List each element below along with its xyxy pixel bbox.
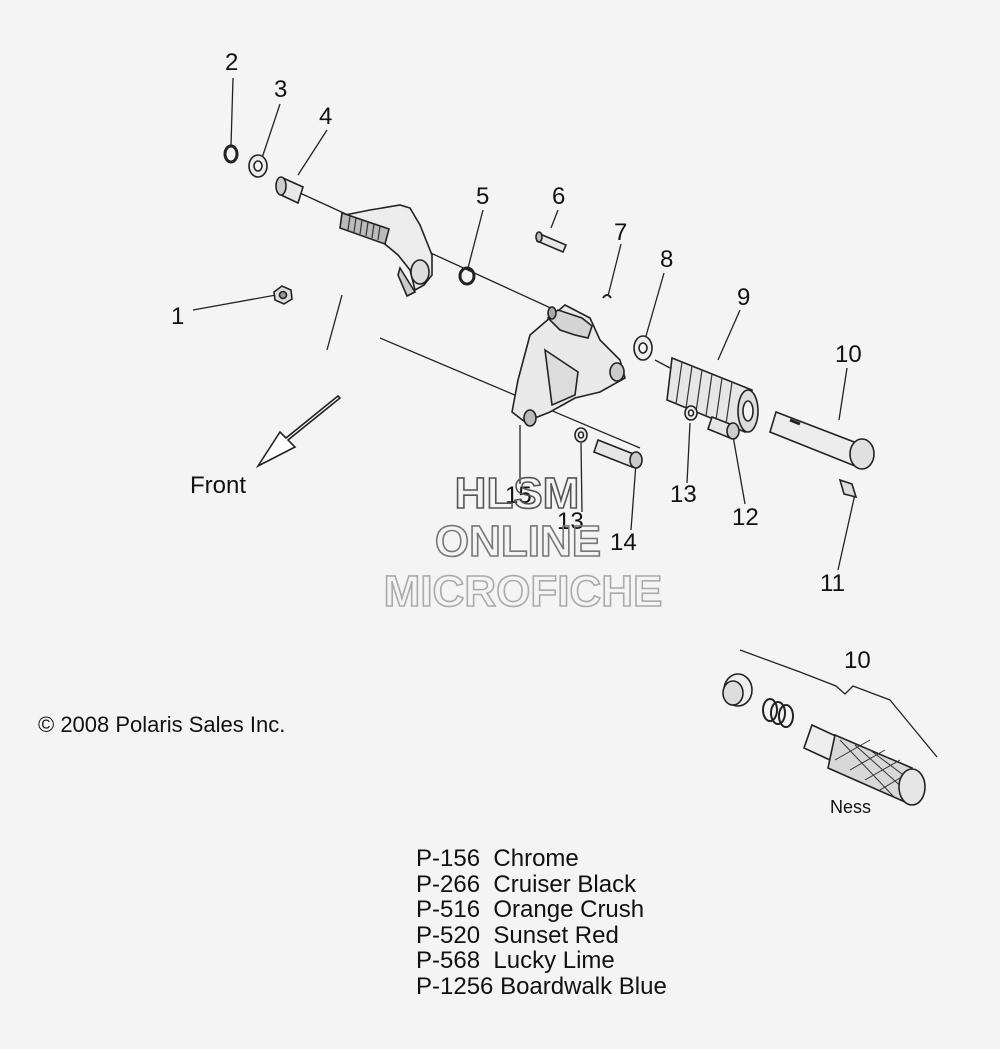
paint-code: P-568 xyxy=(416,947,481,974)
paint-code-list: P-156 Chrome P-266 Cruiser Black P-516 O… xyxy=(416,846,667,999)
paint-name: Chrome xyxy=(493,845,579,872)
front-arrow-icon xyxy=(255,394,342,469)
paint-row: P-156 Chrome xyxy=(416,846,667,872)
part-1-nut xyxy=(273,285,293,305)
part-3-washer xyxy=(248,154,268,178)
paint-row: P-1256 Boardwalk Blue xyxy=(416,972,667,1000)
paint-name: Lucky Lime xyxy=(493,947,615,974)
callout-13a: 13 xyxy=(670,481,697,508)
callout-11: 11 xyxy=(820,570,845,597)
paint-name: Boardwalk Blue xyxy=(500,972,667,1000)
part-2-clip xyxy=(223,144,239,164)
ness-label: Ness xyxy=(830,797,871,817)
shift-lever xyxy=(339,204,433,298)
part-5-oring xyxy=(458,266,476,286)
part-13-washer-a xyxy=(684,405,698,421)
paint-row: P-266 Cruiser Black xyxy=(416,870,667,898)
callout-5: 5 xyxy=(476,183,489,210)
paint-row: P-520 Sunset Red xyxy=(416,921,667,949)
part-11-cotter-pin xyxy=(838,478,858,499)
part-4-bushing xyxy=(275,176,304,205)
callout-12: 12 xyxy=(732,504,759,531)
callout-8: 8 xyxy=(660,246,673,273)
callout-13b: 13 xyxy=(557,508,584,535)
callout-10: 10 xyxy=(835,341,862,368)
part-14-bolt xyxy=(593,438,643,469)
paint-code: P-516 xyxy=(416,896,481,923)
part-9-footpeg-rubber xyxy=(666,356,759,434)
callout-10-ness: 10 xyxy=(844,647,871,674)
callout-7: 7 xyxy=(614,219,627,246)
watermark-line2: ONLINE xyxy=(435,517,601,566)
part-13-washer-b xyxy=(574,427,588,443)
part-15-bracket xyxy=(511,304,626,427)
paint-code: P-266 xyxy=(416,870,481,898)
paint-code: P-1256 xyxy=(416,972,494,1000)
paint-name: Orange Crush xyxy=(493,896,645,923)
watermark-line1: HLSM xyxy=(455,469,580,518)
part-8-washer xyxy=(633,335,653,361)
callout-14: 14 xyxy=(610,529,637,556)
watermark-line3: MICROFICHE xyxy=(384,567,663,616)
ness-detail xyxy=(722,673,926,806)
copyright: © 2008 Polaris Sales Inc. xyxy=(38,712,285,737)
paint-row: P-516 Orange Crush xyxy=(416,897,667,923)
callout-4: 4 xyxy=(319,103,332,130)
part-6-pin xyxy=(535,231,568,254)
callout-6: 6 xyxy=(552,183,565,210)
callout-9: 9 xyxy=(737,284,750,311)
front-label: Front xyxy=(190,472,246,499)
paint-code: P-156 xyxy=(416,845,481,872)
leader-lines xyxy=(192,77,938,758)
paint-code: P-520 xyxy=(416,921,481,949)
part-7-clip xyxy=(602,294,612,299)
callout-2: 2 xyxy=(225,49,238,76)
paint-name: Sunset Red xyxy=(493,921,619,949)
paint-row: P-568 Lucky Lime xyxy=(416,948,667,974)
callout-15: 15 xyxy=(505,482,532,509)
paint-name: Cruiser Black xyxy=(493,870,637,898)
callout-3: 3 xyxy=(274,76,287,103)
part-12-bolt xyxy=(707,415,740,440)
part-10-footpeg-pin xyxy=(769,410,875,470)
callout-1: 1 xyxy=(171,303,184,330)
